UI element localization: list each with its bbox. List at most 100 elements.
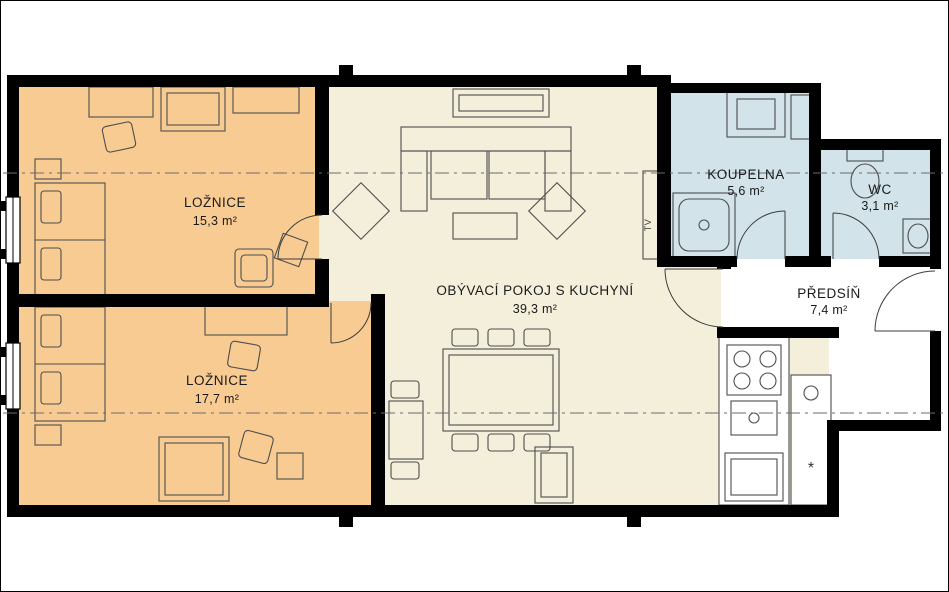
kitchen-sink	[730, 400, 778, 436]
door-arc-bedroom2	[330, 302, 372, 344]
door-arc-wc	[832, 212, 880, 260]
living-kitchen-furniture: *	[331, 88, 832, 506]
room-label-wc: WC 3,1 m²	[861, 182, 898, 213]
room-fills	[13, 79, 939, 511]
door-arc-living-hall	[664, 268, 724, 328]
section-marker	[627, 65, 641, 75]
section-marker	[339, 517, 353, 527]
pillow	[40, 371, 62, 405]
section-marker	[339, 65, 353, 75]
nightstand	[34, 158, 62, 180]
bathroom-furniture	[672, 90, 812, 258]
pillow	[40, 314, 62, 348]
room-area: 15,3 m²	[193, 214, 237, 228]
shower-tray	[678, 198, 730, 252]
window-sill	[1, 249, 6, 259]
side-table	[388, 400, 424, 460]
wall-living-bath	[657, 75, 671, 267]
burner	[733, 350, 751, 368]
wall-wc-top	[809, 139, 941, 150]
wall-kitchen-right	[827, 420, 839, 517]
room-label-bathroom: KOUPELNA 5,6 m²	[707, 167, 785, 198]
tv-label: TV	[643, 219, 653, 232]
window-sill	[1, 395, 6, 405]
stove	[726, 344, 782, 396]
wardrobe	[158, 436, 230, 502]
armchair	[234, 248, 274, 288]
chair	[390, 380, 420, 399]
chair	[523, 433, 551, 452]
appliance-asterisk: *	[808, 460, 814, 477]
section-lines	[3, 65, 948, 527]
sideboard-inner	[458, 94, 544, 112]
dining-table	[442, 348, 560, 432]
room-name: KOUPELNA	[707, 167, 785, 182]
wall-bath-top	[657, 83, 817, 93]
pillow	[40, 190, 62, 224]
side-table	[273, 232, 309, 268]
window-sill	[1, 347, 6, 357]
nightstand	[34, 424, 62, 446]
sofa-cushion	[430, 150, 488, 200]
wall-bottom	[7, 505, 839, 517]
wall-top	[7, 75, 671, 87]
room-label-bedroom-1: LOŽNICE 15,3 m²	[184, 195, 246, 228]
room-name: LOŽNICE	[186, 373, 248, 388]
wc-furniture	[846, 146, 934, 254]
window-sill	[1, 201, 6, 211]
wall-bedroom1-right-upper	[315, 75, 329, 215]
burner	[733, 372, 751, 390]
cabinet-inner	[540, 452, 568, 498]
room-area: 3,1 m²	[861, 199, 898, 213]
dining-table-inner	[448, 354, 554, 426]
coffee-table	[452, 212, 518, 240]
room-area: 7,4 m²	[810, 303, 847, 317]
wall-hall-top-1	[657, 256, 737, 267]
wall-hall-kitchen	[717, 327, 839, 338]
kitchen-counter	[718, 336, 790, 506]
room-name: PŘEDSÍŇ	[797, 286, 861, 301]
burner	[759, 350, 777, 368]
chair	[487, 433, 515, 452]
wall-hall-top-3	[879, 256, 941, 267]
living-kitchen-floor	[319, 81, 833, 511]
section-marker	[627, 517, 641, 527]
wardrobe-inner	[166, 92, 220, 126]
room-area: 17,7 m²	[195, 392, 239, 406]
toilet-bowl	[850, 163, 880, 199]
burner	[759, 372, 777, 390]
windows	[1, 196, 21, 410]
kitchen-tall-unit	[790, 374, 832, 506]
sideboard	[452, 88, 550, 118]
room-area: 39,3 m²	[513, 302, 557, 316]
room-label-bedroom-2: LOŽNICE 17,7 m²	[186, 373, 248, 406]
wall-bath-wc	[809, 83, 821, 267]
room-label-living-kitchen: OBÝVACÍ POKOJ S KUCHYNÍ 39,3 m²	[436, 283, 633, 316]
chair	[390, 461, 420, 480]
wall-living-hall-stub	[717, 256, 731, 269]
shower-drain	[698, 219, 710, 231]
fridge-inner	[730, 458, 778, 496]
side-table	[276, 452, 304, 480]
room-name: WC	[868, 182, 892, 197]
chair	[487, 328, 515, 347]
doors	[277, 210, 936, 344]
armchair	[331, 181, 391, 241]
chair	[523, 328, 551, 347]
chair	[451, 433, 479, 452]
sofa-cushion	[488, 150, 546, 200]
walls	[7, 75, 941, 517]
chair	[101, 121, 137, 153]
armchair	[527, 181, 587, 241]
door-arc-entrance	[874, 270, 936, 332]
hall-floor	[721, 259, 939, 427]
pillow	[40, 247, 62, 281]
chair	[227, 340, 261, 372]
sofa-arm	[400, 150, 428, 212]
bedroom-2-floor	[13, 299, 377, 511]
wall-bedroom2-right	[371, 294, 385, 512]
wall-hall-bottom	[831, 420, 941, 431]
cabinet	[534, 446, 574, 504]
washbasin-inner	[907, 223, 929, 249]
